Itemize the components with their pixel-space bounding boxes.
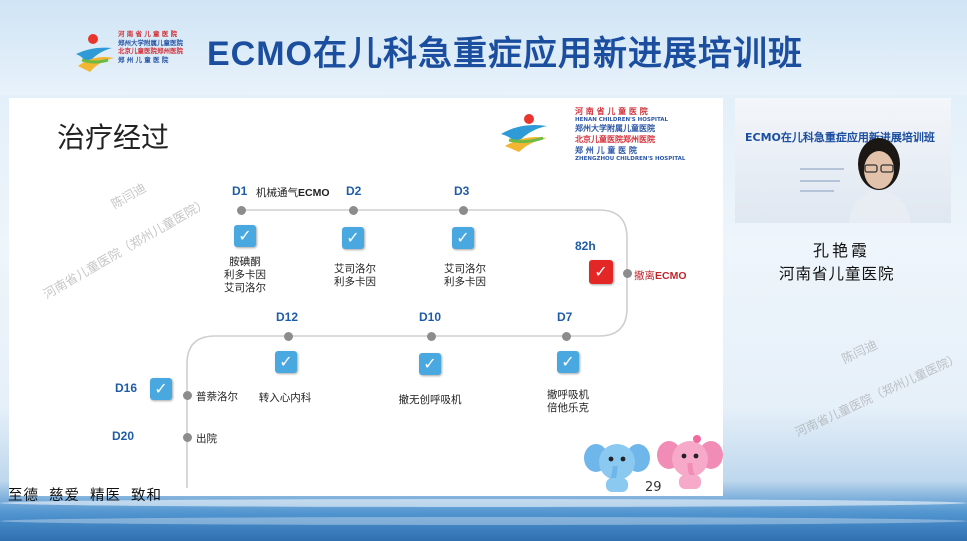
wave-line [0, 517, 967, 525]
header-hospital-line: 郑 州 儿 童 医 院 [118, 55, 169, 64]
timeline-82h: 82h [575, 239, 596, 253]
pink-mascot-icon [657, 435, 723, 489]
timeline-dot [623, 269, 632, 278]
timeline-dot [183, 433, 192, 442]
slide-hospital-en: HENAN CHILDREN'S HOSPITAL [575, 117, 669, 123]
drug-name: 转入心内科 [258, 392, 312, 404]
d3-drugs: 艾司洛尔 利多卡因 [430, 263, 500, 289]
timeline-day-d16: D16 [115, 381, 138, 395]
timeline-day-d10: D10 [419, 310, 442, 324]
slide-hospital-line: 郑 州 儿 童 医 院 [575, 146, 637, 155]
drug-name: 利多卡因 [334, 276, 376, 288]
check-icon: ✓ [589, 260, 613, 284]
backdrop-text-line [800, 180, 840, 182]
banner-title: ECMO在儿科急重症应用新进展培训班 [207, 35, 803, 73]
motto-word: 致和 [131, 488, 162, 504]
motto-word: 至德 [8, 488, 39, 504]
backdrop-text-line [800, 168, 844, 170]
header-hospital-line: 北京儿童医院郑州医院 [118, 47, 183, 56]
d12-drugs: 转入心内科 [250, 392, 320, 405]
header-hospital-names: 河 南 省 儿 童 医 院 郑州大学附属儿童医院 北京儿童医院郑州医院 郑 州 … [118, 30, 198, 64]
blue-mascot-icon [584, 444, 650, 492]
timeline-day-d12: D12 [276, 310, 299, 324]
wave-line [0, 499, 967, 507]
h82-event-text: 撤离 [634, 270, 655, 282]
d7-drugs: 撤呼吸机 倍他乐克 [533, 389, 603, 415]
drug-name: 利多卡因 [444, 276, 486, 288]
timeline-dot [284, 332, 293, 341]
video-backdrop [735, 98, 951, 223]
header-hospital-line: 郑州大学附属儿童医院 [118, 38, 183, 47]
check-icon: ✓ [342, 227, 364, 249]
presentation-slide: 治疗经过 河 南 省 儿 童 医 院 HENAN CHILDREN'S HOSP… [9, 98, 723, 496]
h82-event-bold: ECMO [655, 270, 687, 282]
h82-event: 撤离ECMO [634, 268, 687, 283]
timeline-dot [427, 332, 436, 341]
slide-hospital-names: 河 南 省 儿 童 医 院 HENAN CHILDREN'S HOSPITAL … [575, 106, 725, 162]
drug-name: 胺碘酮 [229, 256, 261, 268]
check-icon: ✓ [452, 227, 474, 249]
drug-name: 利多卡因 [224, 269, 266, 281]
timeline-day-d2: D2 [346, 184, 362, 198]
drug-name: 撤无创呼吸机 [398, 394, 462, 406]
drug-name: 艾司洛尔 [444, 263, 486, 275]
timeline-track [186, 209, 628, 488]
d1-event-bold: ECMO [298, 187, 330, 199]
drug-name: 艾司洛尔 [334, 263, 376, 275]
backdrop-text-line [800, 190, 834, 192]
check-icon: ✓ [275, 351, 297, 373]
timeline-dot [349, 206, 358, 215]
check-icon: ✓ [557, 351, 579, 373]
d10-drugs: 撤无创呼吸机 [387, 394, 473, 407]
d2-drugs: 艾司洛尔 利多卡因 [320, 263, 390, 289]
timeline-dot [237, 206, 246, 215]
header-hospital-line: 河 南 省 儿 童 医 院 [118, 30, 178, 38]
drug-name: 撤呼吸机 [547, 389, 589, 401]
timeline-dot [562, 332, 571, 341]
d20-event: 出院 [196, 433, 217, 445]
slide-hospital-line: 河 南 省 儿 童 医 院 [575, 107, 648, 116]
drug-name: 艾司洛尔 [224, 282, 266, 294]
slide-hospital-line: 北京儿童医院郑州医院 [575, 135, 655, 144]
timeline-day-d3: D3 [454, 184, 470, 198]
motto-word: 精医 [90, 488, 121, 504]
timeline-day-d7: D7 [557, 310, 573, 324]
check-icon: ✓ [419, 353, 441, 375]
timeline-dot [183, 391, 192, 400]
timeline-dot [459, 206, 468, 215]
hospital-motto: 至德慈爱精医致和 [8, 484, 172, 505]
speaker-avatar [849, 138, 911, 223]
d1-event: 机械通气ECMO [256, 185, 330, 200]
check-icon: ✓ [234, 225, 256, 247]
check-icon: ✓ [150, 378, 172, 400]
hospital-logo-icon [76, 34, 114, 72]
drug-name: 倍他乐克 [547, 402, 589, 414]
hospital-logo-icon [501, 114, 547, 152]
d1-event-text: 机械通气 [256, 187, 298, 199]
slide-hospital-line: 郑州大学附属儿童医院 [575, 124, 655, 133]
d16-event: 普萘洛尔 [196, 391, 238, 403]
slide-title: 治疗经过 [57, 121, 170, 154]
timeline-day-d20: D20 [112, 429, 135, 443]
sky-band [0, 0, 967, 95]
page-number: 29 [645, 480, 662, 495]
d1-drugs: 胺碘酮 利多卡因 艾司洛尔 [210, 256, 280, 295]
slide-hospital-en: ZHENGZHOU CHILDREN'S HOSPITAL [575, 156, 686, 162]
speaker-name: 孔艳霞 [813, 241, 871, 260]
motto-word: 慈爱 [49, 488, 80, 504]
speaker-organization: 河南省儿童医院 [779, 265, 895, 283]
timeline-day-d1: D1 [232, 184, 248, 198]
speaker-video[interactable]: ECMO在儿科急重症应用新进展培训班 [735, 98, 951, 223]
